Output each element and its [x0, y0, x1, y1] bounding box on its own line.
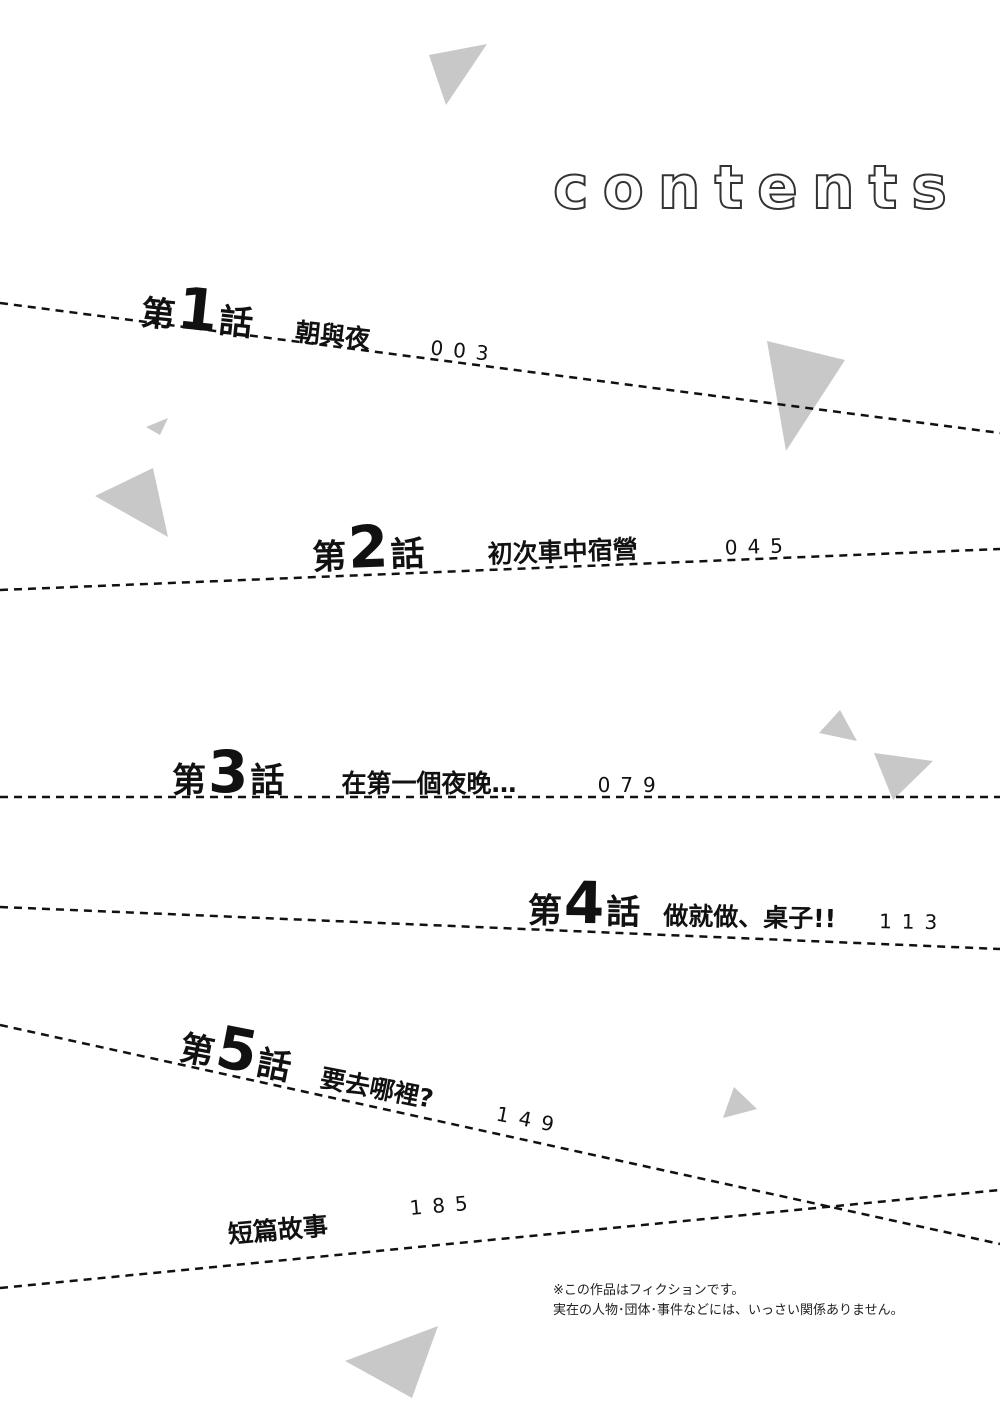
page-number: 113: [878, 909, 948, 935]
chapter-title: 做就做、桌子!!: [662, 901, 837, 934]
chapter-title: 朝與夜: [293, 317, 372, 354]
triangle-icon: [767, 341, 845, 451]
triangle-shapes: [95, 44, 933, 1398]
disclaimer-line-2: 実在の人物･団体･事件などには、いっさい関係ありません。: [553, 1303, 904, 1318]
triangle-icon: [429, 44, 487, 105]
triangle-icon: [819, 710, 857, 741]
disclaimer-line-1: ※この作品はフィクションです。: [553, 1283, 745, 1298]
disclaimer: ※この作品はフィクションです。 実在の人物･団体･事件などには、いっさい関係あり…: [553, 1281, 904, 1321]
triangle-icon: [723, 1087, 757, 1118]
page-number: 185: [408, 1190, 479, 1221]
dashed-lines: [0, 301, 1000, 1290]
dashed-line: [0, 301, 1000, 435]
chapter-title: 在第一個夜晚…: [341, 769, 517, 798]
triangle-icon: [146, 418, 168, 435]
page-number: 149: [494, 1101, 566, 1139]
chapter-label: 第1話: [138, 273, 255, 346]
chapter-entry-3: 第3話 在第一個夜晚… 079: [172, 738, 666, 806]
page-number: 079: [597, 773, 666, 797]
chapter-label: 第3話: [172, 738, 285, 806]
page-number: 003: [429, 335, 500, 367]
chapter-label: 第2話: [311, 512, 426, 582]
dashed-line: [0, 1023, 1000, 1246]
triangle-icon: [345, 1326, 438, 1398]
triangle-icon: [874, 753, 933, 800]
contents-heading: contents: [552, 153, 961, 223]
dashed-line: [0, 1188, 1000, 1290]
chapter-entry-4: 第4話 做就做、桌子!! 113: [527, 868, 948, 943]
triangle-icon: [95, 468, 168, 537]
chapter-label: 第4話: [527, 868, 641, 938]
page-number: 045: [724, 533, 794, 560]
chapter-title: 初次車中宿營: [487, 534, 639, 569]
